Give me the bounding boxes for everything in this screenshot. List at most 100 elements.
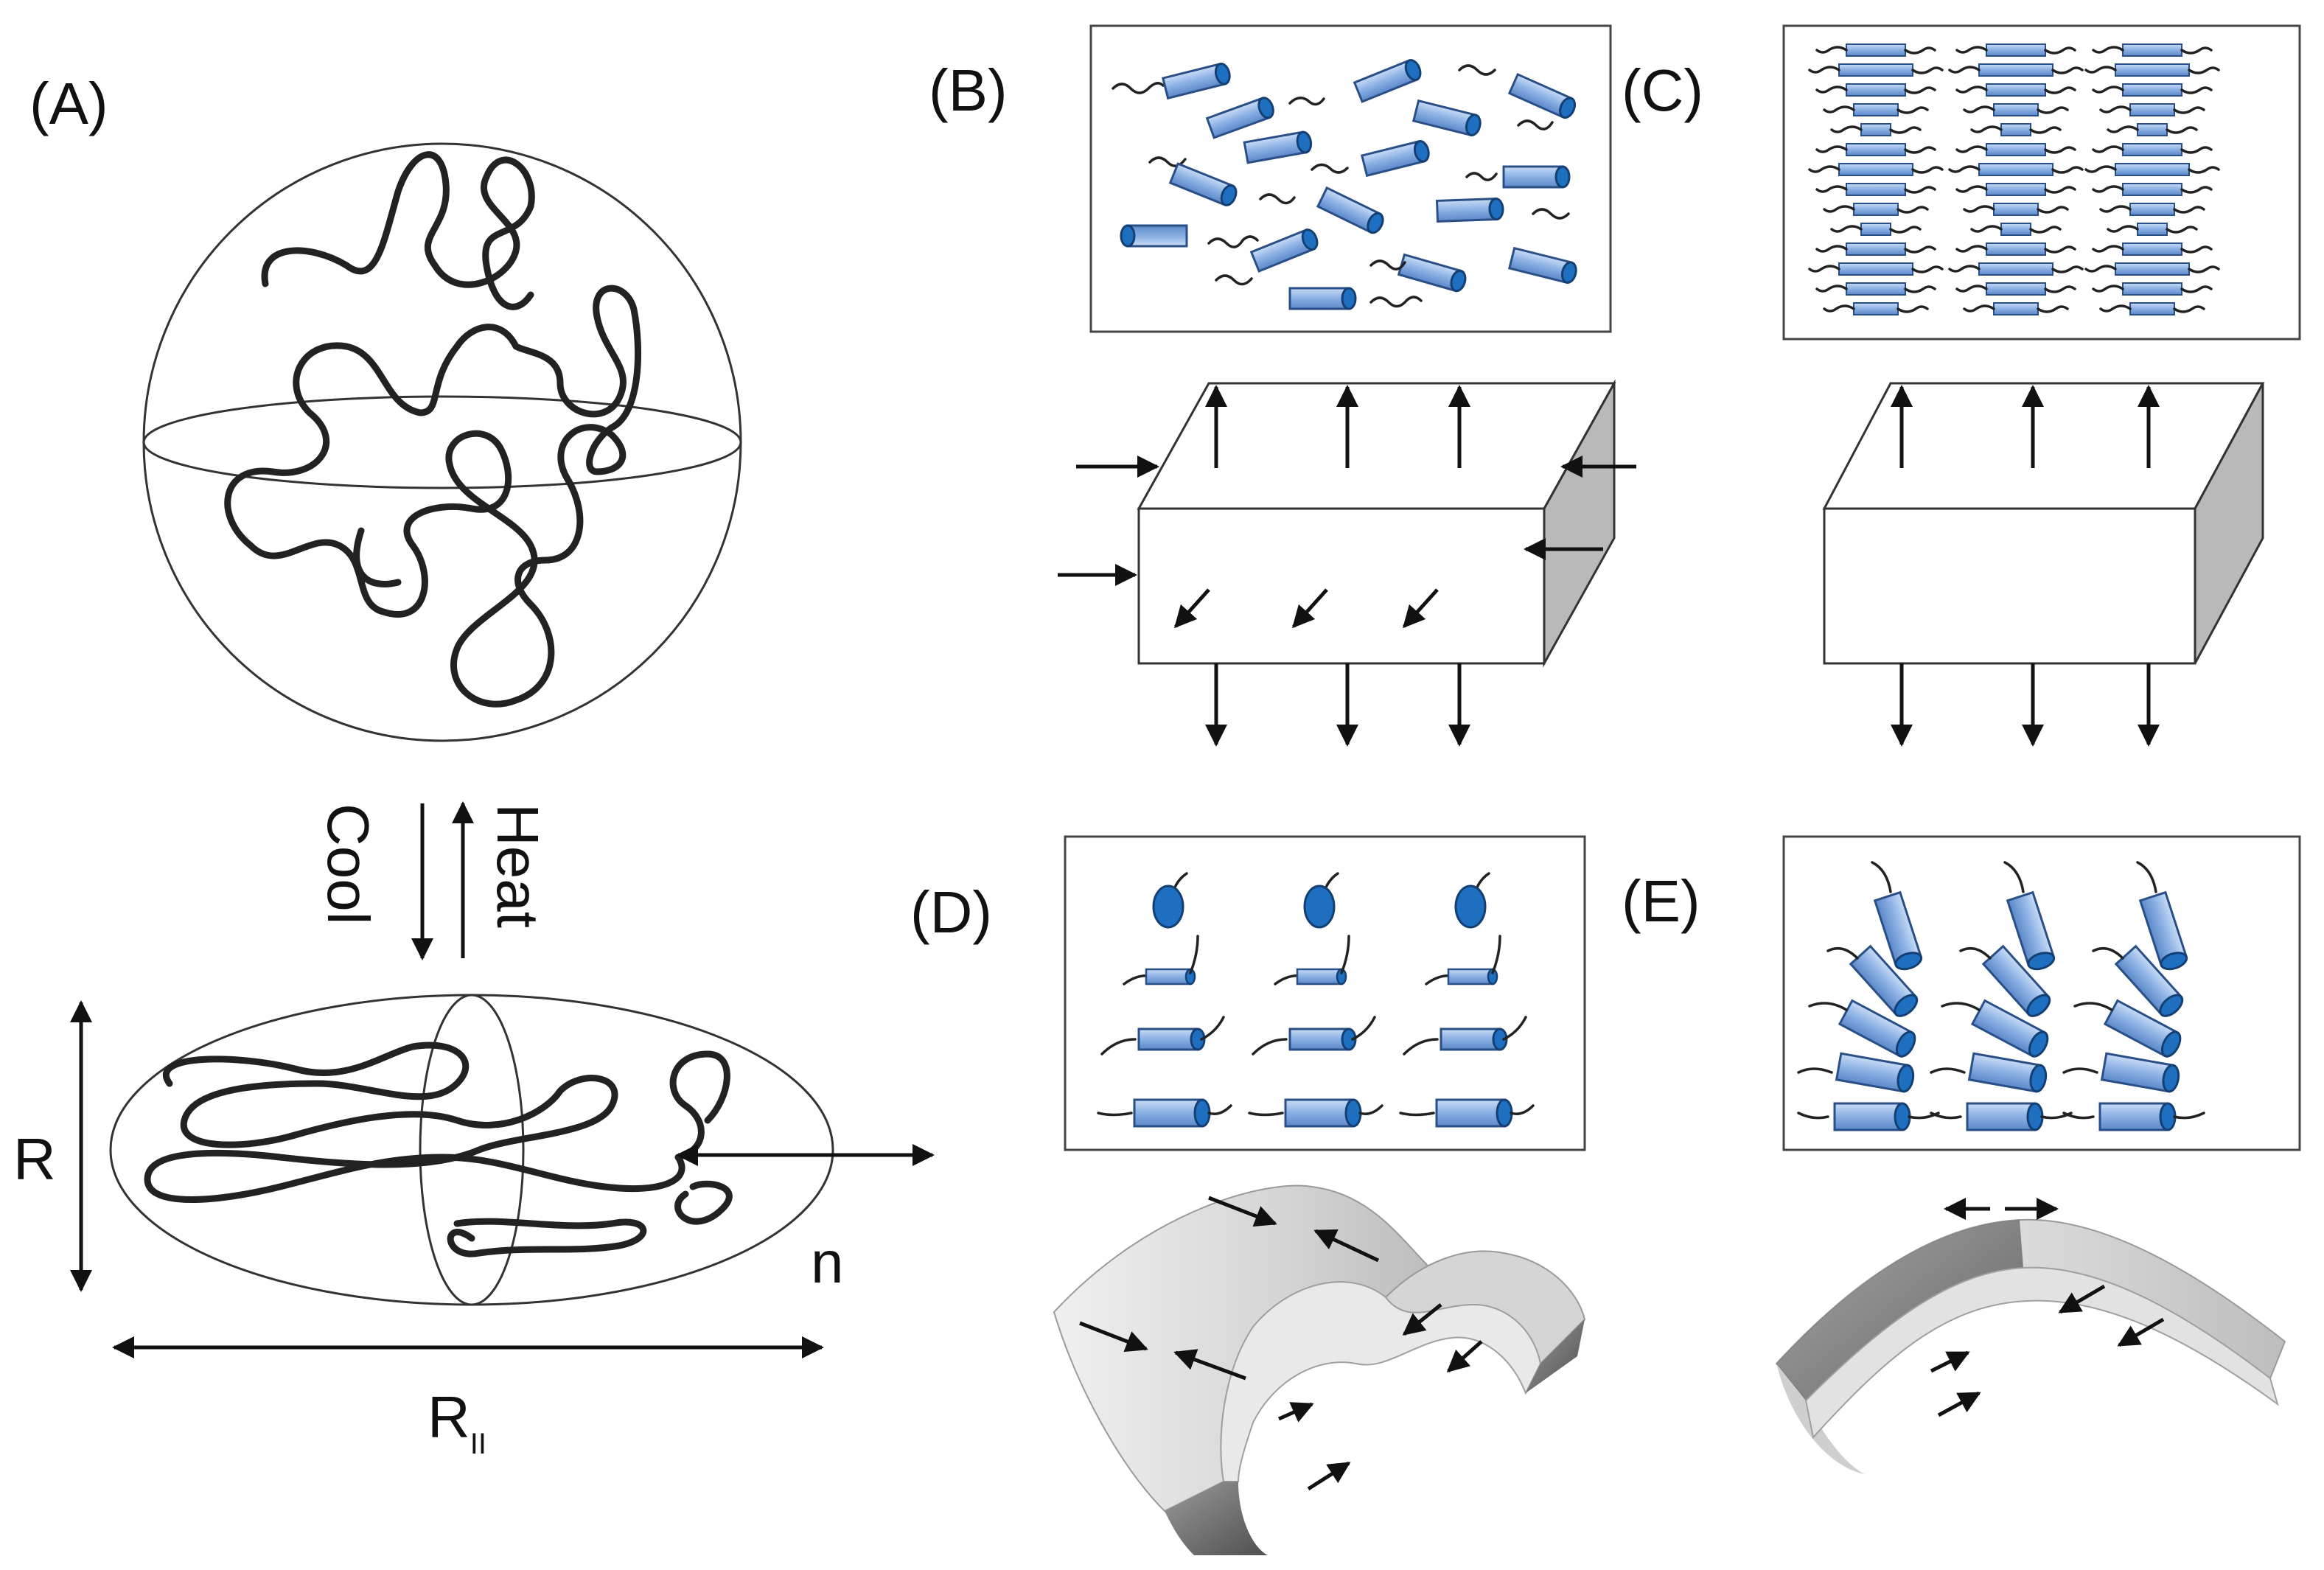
alkyl-tail xyxy=(2107,125,2198,134)
alkyl-tail xyxy=(1948,66,2084,74)
alkyl-tail xyxy=(1815,46,1936,55)
alkyl-tail xyxy=(2092,46,2213,55)
alkyl-tail xyxy=(1955,245,2076,254)
discotic-mesogen xyxy=(1860,123,1891,136)
discotic-mesogen xyxy=(1978,63,2053,77)
discotic-mesogen xyxy=(1986,282,2046,296)
alkyl-tail xyxy=(1815,86,1936,94)
discotic-mesogen xyxy=(1838,163,1913,176)
alkyl-tail xyxy=(1963,304,2069,313)
discotic-mesogen xyxy=(1978,262,2053,276)
discotic-mesogen xyxy=(2122,183,2182,196)
discotic-mesogen xyxy=(1986,43,2046,57)
alkyl-tail xyxy=(1955,145,2076,154)
director-label: n xyxy=(811,1229,844,1295)
alkyl-tail xyxy=(1808,165,1944,174)
discotic-mesogen xyxy=(1846,243,1906,256)
alkyl-tail xyxy=(2099,205,2205,214)
columnar-mesogens xyxy=(1808,43,2220,315)
alkyl-tail xyxy=(1815,185,1936,194)
discotic-mesogen xyxy=(1986,83,2046,97)
panel-label-d: (D) xyxy=(910,879,992,945)
alkyl-tail xyxy=(1963,205,2069,214)
r-par-label: RII xyxy=(428,1384,486,1460)
discotic-mesogen xyxy=(1838,63,1913,77)
alkyl-tail xyxy=(2092,285,2213,293)
discotic-mesogen xyxy=(1860,223,1891,236)
panel-label-b: (B) xyxy=(929,57,1008,123)
alkyl-tail xyxy=(1815,145,1936,154)
discotic-mesogen xyxy=(2115,63,2190,77)
alkyl-tail xyxy=(1823,205,1929,214)
discotic-mesogen xyxy=(2115,163,2190,176)
discotic-mesogen xyxy=(1986,183,2046,196)
discotic-mesogen xyxy=(1993,302,2039,315)
alkyl-tail xyxy=(1955,86,2076,94)
alkyl-tail xyxy=(1815,285,1936,293)
saddle-film-d xyxy=(1053,1185,1586,1555)
discotic-mesogen xyxy=(1978,163,2053,176)
expanding-block-c xyxy=(1822,382,2265,747)
discotic-mesogen xyxy=(2115,262,2190,276)
discotic-mesogen xyxy=(1846,43,1906,57)
tilted-mesogens xyxy=(1797,861,2205,1131)
panel-label-a: (A) xyxy=(29,71,108,136)
discotic-mesogen xyxy=(1846,282,1906,296)
discotic-mesogen xyxy=(2122,83,2182,97)
discotic-mesogen xyxy=(2122,43,2182,57)
alkyl-tail xyxy=(1808,265,1944,273)
alkyl-tail xyxy=(2084,66,2220,74)
discotic-mesogen xyxy=(2137,223,2168,236)
alkyl-tail xyxy=(2084,265,2220,273)
discotic-mesogen xyxy=(2137,123,2168,136)
alkyl-tail xyxy=(1815,245,1936,254)
alkyl-tail xyxy=(2107,225,2198,234)
r-perp-label: R xyxy=(13,1126,56,1192)
discotic-mesogen xyxy=(1853,302,1899,315)
discotic-mesogen xyxy=(1838,262,1913,276)
discotic-mesogen xyxy=(2122,282,2182,296)
alkyl-tail xyxy=(1823,105,1929,114)
alkyl-tail xyxy=(2092,145,2213,154)
discotic-mesogen xyxy=(2122,243,2182,256)
heat-label: Heat xyxy=(485,803,551,928)
alkyl-tail xyxy=(2084,165,2220,174)
alkyl-tail xyxy=(1830,125,1922,134)
discotic-mesogen xyxy=(1993,203,2039,216)
alkyl-tail xyxy=(1955,46,2076,55)
panel-label-c: (C) xyxy=(1622,57,1703,123)
alkyl-tail xyxy=(2099,105,2205,114)
discotic-mesogen xyxy=(1993,103,2039,116)
alkyl-tail xyxy=(1970,225,2062,234)
alkyl-tail xyxy=(1970,125,2062,134)
alkyl-tail xyxy=(1948,165,2084,174)
nematic-mesogens xyxy=(1112,57,1580,310)
discotic-mesogen xyxy=(1853,103,1899,116)
alkyl-tail xyxy=(2092,185,2213,194)
alkyl-tail xyxy=(1963,105,2069,114)
discotic-mesogen xyxy=(1846,83,1906,97)
discotic-mesogen xyxy=(2129,103,2175,116)
alkyl-tail xyxy=(1808,66,1944,74)
splay-mesogens xyxy=(1097,872,1535,1128)
random-coil-sphere xyxy=(142,142,742,742)
discotic-mesogen xyxy=(1846,143,1906,156)
alkyl-tail xyxy=(1823,304,1929,313)
alkyl-tail xyxy=(1830,225,1922,234)
discotic-mesogen xyxy=(2000,223,2031,236)
discotic-mesogen xyxy=(2129,302,2175,315)
discotic-mesogen xyxy=(2129,203,2175,216)
alkyl-tail xyxy=(1948,265,2084,273)
discotic-mesogen xyxy=(1853,203,1899,216)
discotic-mesogen xyxy=(2000,123,2031,136)
expanding-block-b xyxy=(1058,379,1636,747)
discotic-mesogen xyxy=(1986,143,2046,156)
alkyl-tail xyxy=(1955,285,2076,293)
discotic-mesogen xyxy=(2122,143,2182,156)
alkyl-tail xyxy=(2092,86,2213,94)
alkyl-tail xyxy=(2092,245,2213,254)
cool-label: Cool xyxy=(315,803,381,925)
discotic-mesogen xyxy=(1986,243,2046,256)
arch-film-e xyxy=(1775,1198,2286,1474)
discotic-mesogen xyxy=(1846,183,1906,196)
